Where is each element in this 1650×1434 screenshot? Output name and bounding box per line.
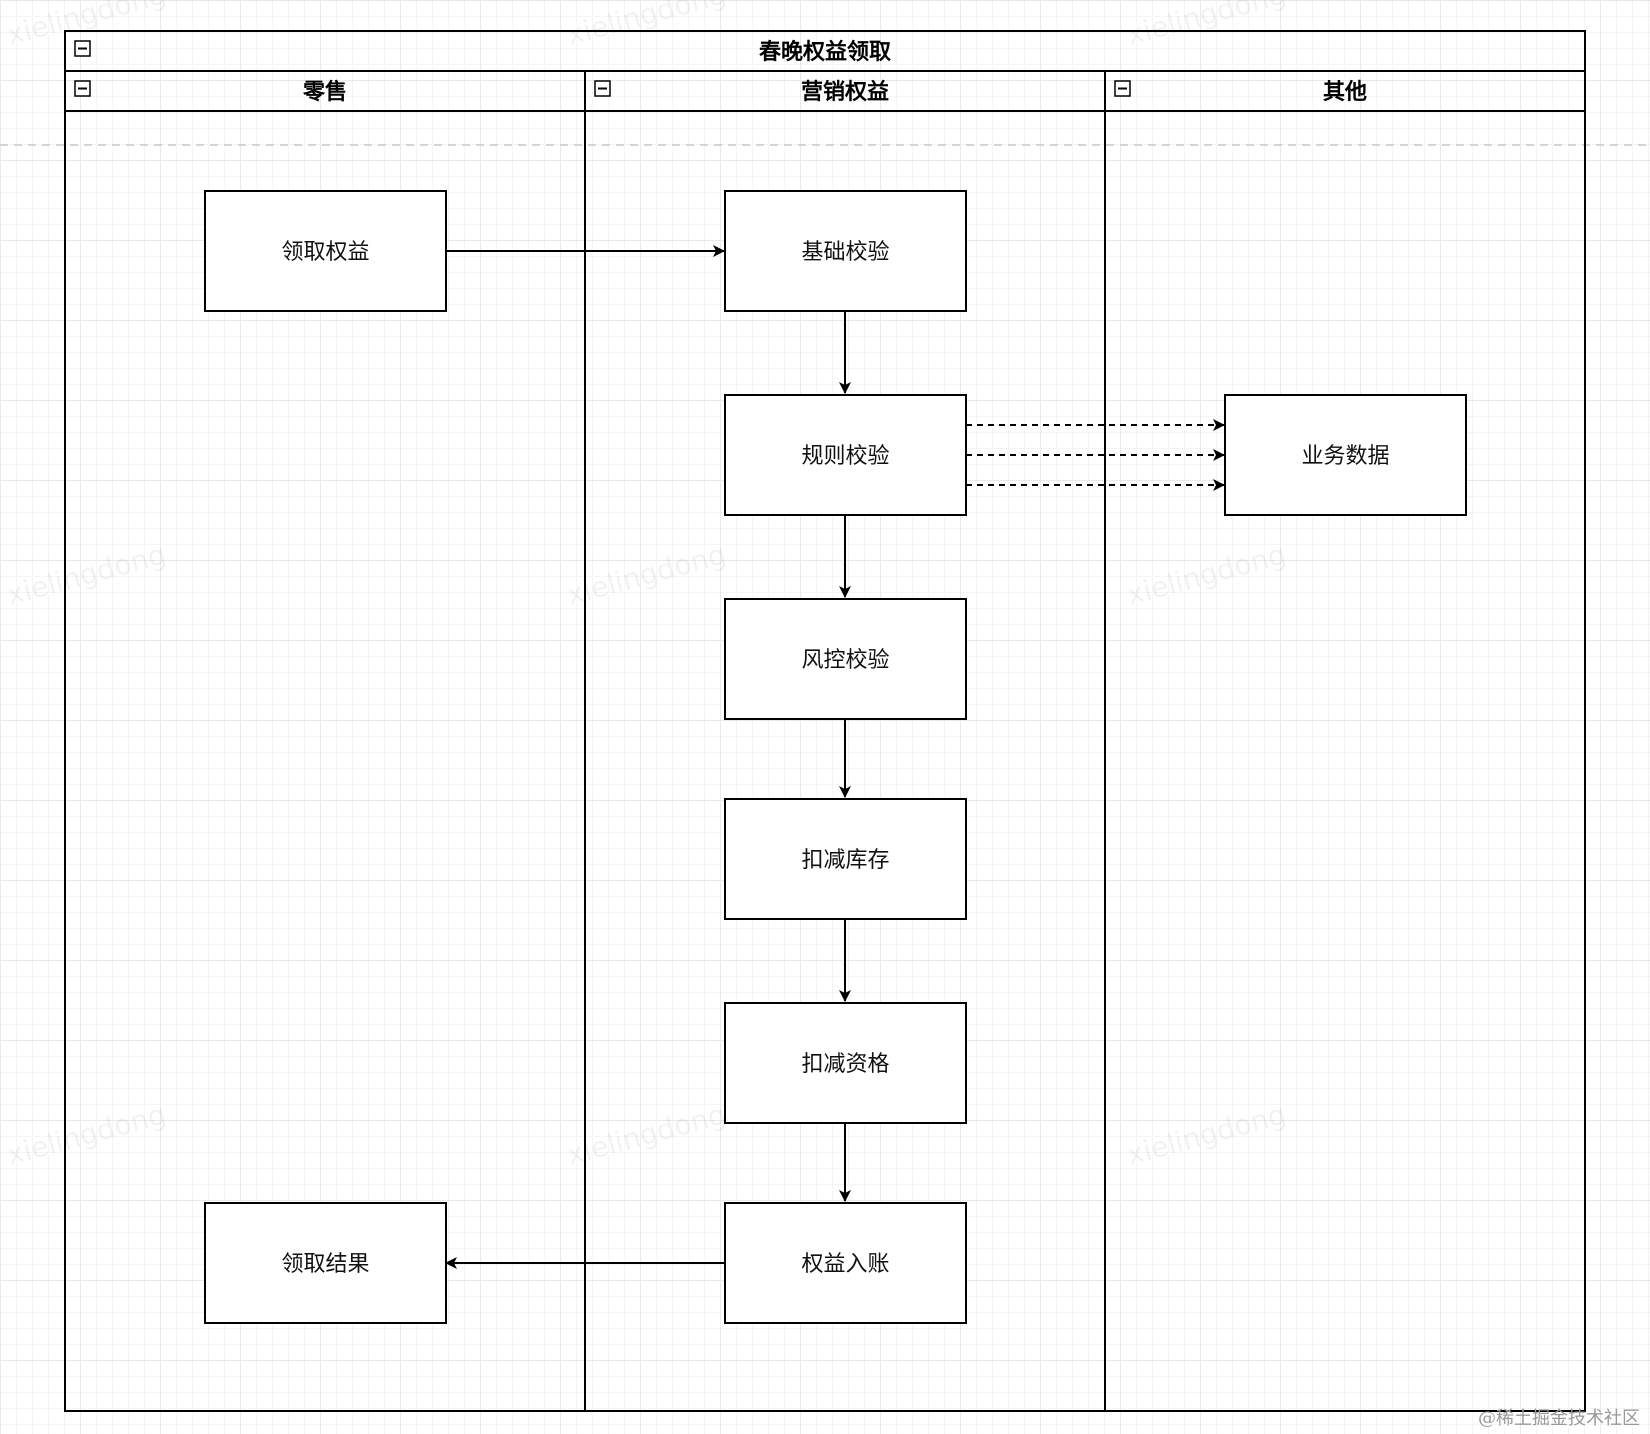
watermark: xielingdong bbox=[1123, 0, 1289, 52]
node-basic-check[interactable]: 基础校验 bbox=[724, 190, 967, 312]
node-benefit-posting[interactable]: 权益入账 bbox=[724, 1202, 967, 1324]
watermark-layer: xielingdong xielingdong xielingdong xiel… bbox=[3, 0, 1289, 1172]
watermark: xielingdong bbox=[3, 1098, 169, 1172]
watermark: xielingdong bbox=[3, 538, 169, 612]
watermark: xielingdong bbox=[563, 538, 729, 612]
node-risk-check[interactable]: 风控校验 bbox=[724, 598, 967, 720]
edges bbox=[445, 245, 1225, 1269]
collapse-minus-icon[interactable] bbox=[594, 80, 611, 97]
node-label: 扣减库存 bbox=[801, 848, 889, 873]
source-credit: @稀土掘金技术社区 bbox=[1478, 1408, 1640, 1429]
lane-title-retail: 零售 bbox=[302, 79, 347, 105]
collapse-minus-icon[interactable] bbox=[74, 80, 91, 97]
pool-title: 春晚权益领取 bbox=[759, 39, 891, 65]
node-rule-check[interactable]: 规则校验 bbox=[724, 394, 967, 516]
node-deduct-quota[interactable]: 扣减资格 bbox=[724, 1002, 967, 1124]
node-label: 权益入账 bbox=[801, 1252, 889, 1277]
node-label: 领取权益 bbox=[281, 240, 369, 265]
node-claim-benefit[interactable]: 领取权益 bbox=[204, 190, 447, 312]
node-label: 规则校验 bbox=[801, 444, 889, 469]
watermark: xielingdong bbox=[563, 0, 729, 52]
node-deduct-stock[interactable]: 扣减库存 bbox=[724, 798, 967, 920]
node-label: 风控校验 bbox=[801, 648, 889, 673]
collapse-minus-icon[interactable] bbox=[1114, 80, 1131, 97]
watermark: xielingdong bbox=[1123, 1098, 1289, 1172]
pool[interactable]: 春晚权益领取 零售 营销权益 其他 bbox=[64, 30, 1586, 1412]
node-label: 业务数据 bbox=[1301, 444, 1389, 469]
pool-border bbox=[64, 30, 1586, 1412]
node-label: 基础校验 bbox=[801, 240, 889, 265]
node-label: 扣减资格 bbox=[801, 1052, 889, 1077]
node-business-data[interactable]: 业务数据 bbox=[1224, 394, 1467, 516]
lane-title-other: 其他 bbox=[1323, 80, 1367, 105]
node-claim-result[interactable]: 领取结果 bbox=[204, 1202, 447, 1324]
node-label: 领取结果 bbox=[281, 1252, 369, 1277]
watermark: xielingdong bbox=[563, 1098, 729, 1172]
watermark: xielingdong bbox=[1123, 538, 1289, 612]
collapse-minus-icon[interactable] bbox=[74, 40, 91, 57]
lane-title-marketing: 营销权益 bbox=[801, 79, 889, 105]
